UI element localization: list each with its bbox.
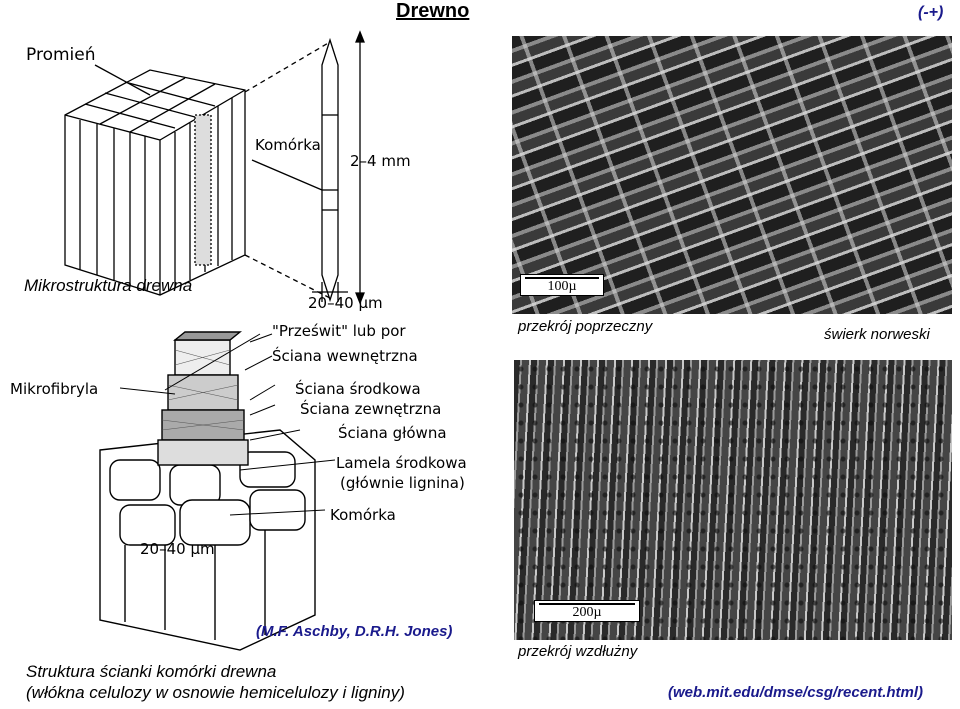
microfibril-pointer [120,380,180,400]
caption-cross-section: przekrój poprzeczny [518,318,652,335]
label-width-top: 20–40 µm [308,294,383,312]
label-middle-lamella: Lamela środkowa [336,454,467,472]
label-inner-wall: Ściana wewnętrzna [272,347,418,365]
sem-cross-section-image: 100µ [512,36,952,314]
caption-microstructure: Mikrostruktura drewna [24,276,192,296]
label-ray: Promień [26,45,96,65]
label-length: 2–4 mm [350,152,411,170]
label-outer-wall: Ściana zewnętrzna [300,400,441,418]
label-primary-wall: Ściana główna [338,424,447,442]
species-label: świerk norweski [824,326,930,343]
sem-longitudinal-image: 200µ [514,360,952,640]
wood-microstructure-drawing [0,20,420,320]
label-microfibril: Mikrofibryla [10,380,98,398]
label-width-bottom: 20–40 µm [140,540,215,558]
caption-cell-wall-1: Struktura ścianki komórki drewna [26,662,276,682]
label-lignin: (głównie lignina) [340,474,465,492]
label-lumen: "Prześwit" lub por [272,322,406,340]
label-middle-wall: Ściana środkowa [295,380,421,398]
caption-cell-wall-2: (włókna celulozy w osnowie hemicelulozy … [26,683,405,703]
label-cell-top: Komórka [255,136,321,154]
scale-bar-100: 100µ [520,274,604,296]
caption-longitudinal: przekrój wzdłużny [518,643,637,660]
scale-bar-200: 200µ [534,600,640,622]
corner-mark: (-+) [918,4,943,22]
label-cell-bottom: Komórka [330,506,396,524]
source-url: (web.mit.edu/dmse/csg/recent.html) [668,684,923,701]
source-ashby: (M.F. Aschby, D.R.H. Jones) [256,623,452,640]
